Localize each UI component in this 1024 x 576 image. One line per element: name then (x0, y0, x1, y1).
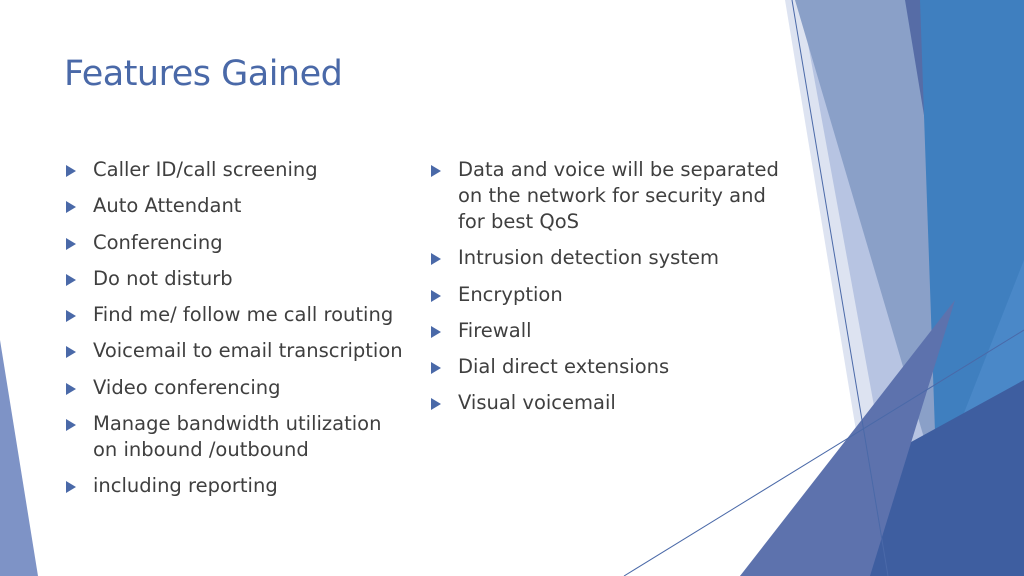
slide-title: Features Gained (64, 54, 343, 94)
bullet-item: including reporting (66, 473, 411, 499)
bullet-text: Video conferencing (93, 375, 281, 399)
left-edge-triangle (0, 340, 38, 576)
bullet-arrow-icon (66, 237, 76, 250)
thin-line-1 (791, 0, 889, 576)
bullet-arrow-icon (431, 362, 441, 375)
bullet-text: Find me/ follow me call routing (93, 303, 394, 327)
bullet-arrow-icon (66, 346, 76, 359)
bullet-item: Caller ID/call screening (66, 157, 411, 183)
bullet-text: including reporting (93, 474, 278, 498)
bullet-arrow-icon (431, 325, 441, 338)
bullet-item: Manage bandwidth utilization on inbound … (66, 411, 411, 463)
bullet-item: Video conferencing (66, 375, 411, 401)
bullet-arrow-icon (431, 398, 441, 411)
bullet-item: Intrusion detection system (431, 245, 781, 271)
bullet-arrow-icon (66, 273, 76, 286)
bullet-arrow-icon (66, 382, 76, 395)
bullet-text: Encryption (458, 282, 563, 306)
bullet-item: Do not disturb (66, 266, 411, 292)
bullet-text: Intrusion detection system (458, 246, 719, 270)
right-bullet-list: Data and voice will be separated on the … (431, 157, 781, 427)
bullet-arrow-icon (66, 481, 76, 494)
bullet-item: Dial direct extensions (431, 354, 781, 380)
bullet-arrow-icon (66, 165, 76, 177)
bullet-text: Dial direct extensions (458, 355, 670, 379)
bullet-arrow-icon (431, 253, 441, 266)
bullet-arrow-icon (66, 419, 76, 432)
bullet-text: Conferencing (93, 230, 223, 254)
bullet-text: Caller ID/call screening (93, 158, 318, 181)
bullet-text: Data and voice will be separated on the … (458, 158, 779, 233)
bullet-text: Do not disturb (93, 266, 233, 290)
bullet-item: Voicemail to email transcription (66, 338, 411, 364)
bullet-text: Manage bandwidth utilization on inbound … (93, 412, 382, 462)
bullet-item: Data and voice will be separated on the … (431, 157, 781, 235)
bullet-item: Encryption (431, 282, 781, 308)
bullet-arrow-icon (431, 165, 441, 177)
bullet-text: Auto Attendant (93, 194, 242, 218)
bullet-item: Auto Attendant (66, 193, 411, 219)
bullet-item: Find me/ follow me call routing (66, 302, 411, 328)
bullet-text: Firewall (458, 318, 532, 342)
bullet-item: Conferencing (66, 230, 411, 256)
bullet-arrow-icon (66, 201, 76, 214)
bullet-text: Voicemail to email transcription (93, 339, 403, 363)
bullet-arrow-icon (431, 289, 441, 302)
bullet-item: Visual voicemail (431, 390, 781, 416)
bullet-item: Firewall (431, 318, 781, 344)
bullet-text: Visual voicemail (458, 391, 616, 415)
thin-line-2 (623, 329, 1024, 576)
bullet-arrow-icon (66, 310, 76, 323)
